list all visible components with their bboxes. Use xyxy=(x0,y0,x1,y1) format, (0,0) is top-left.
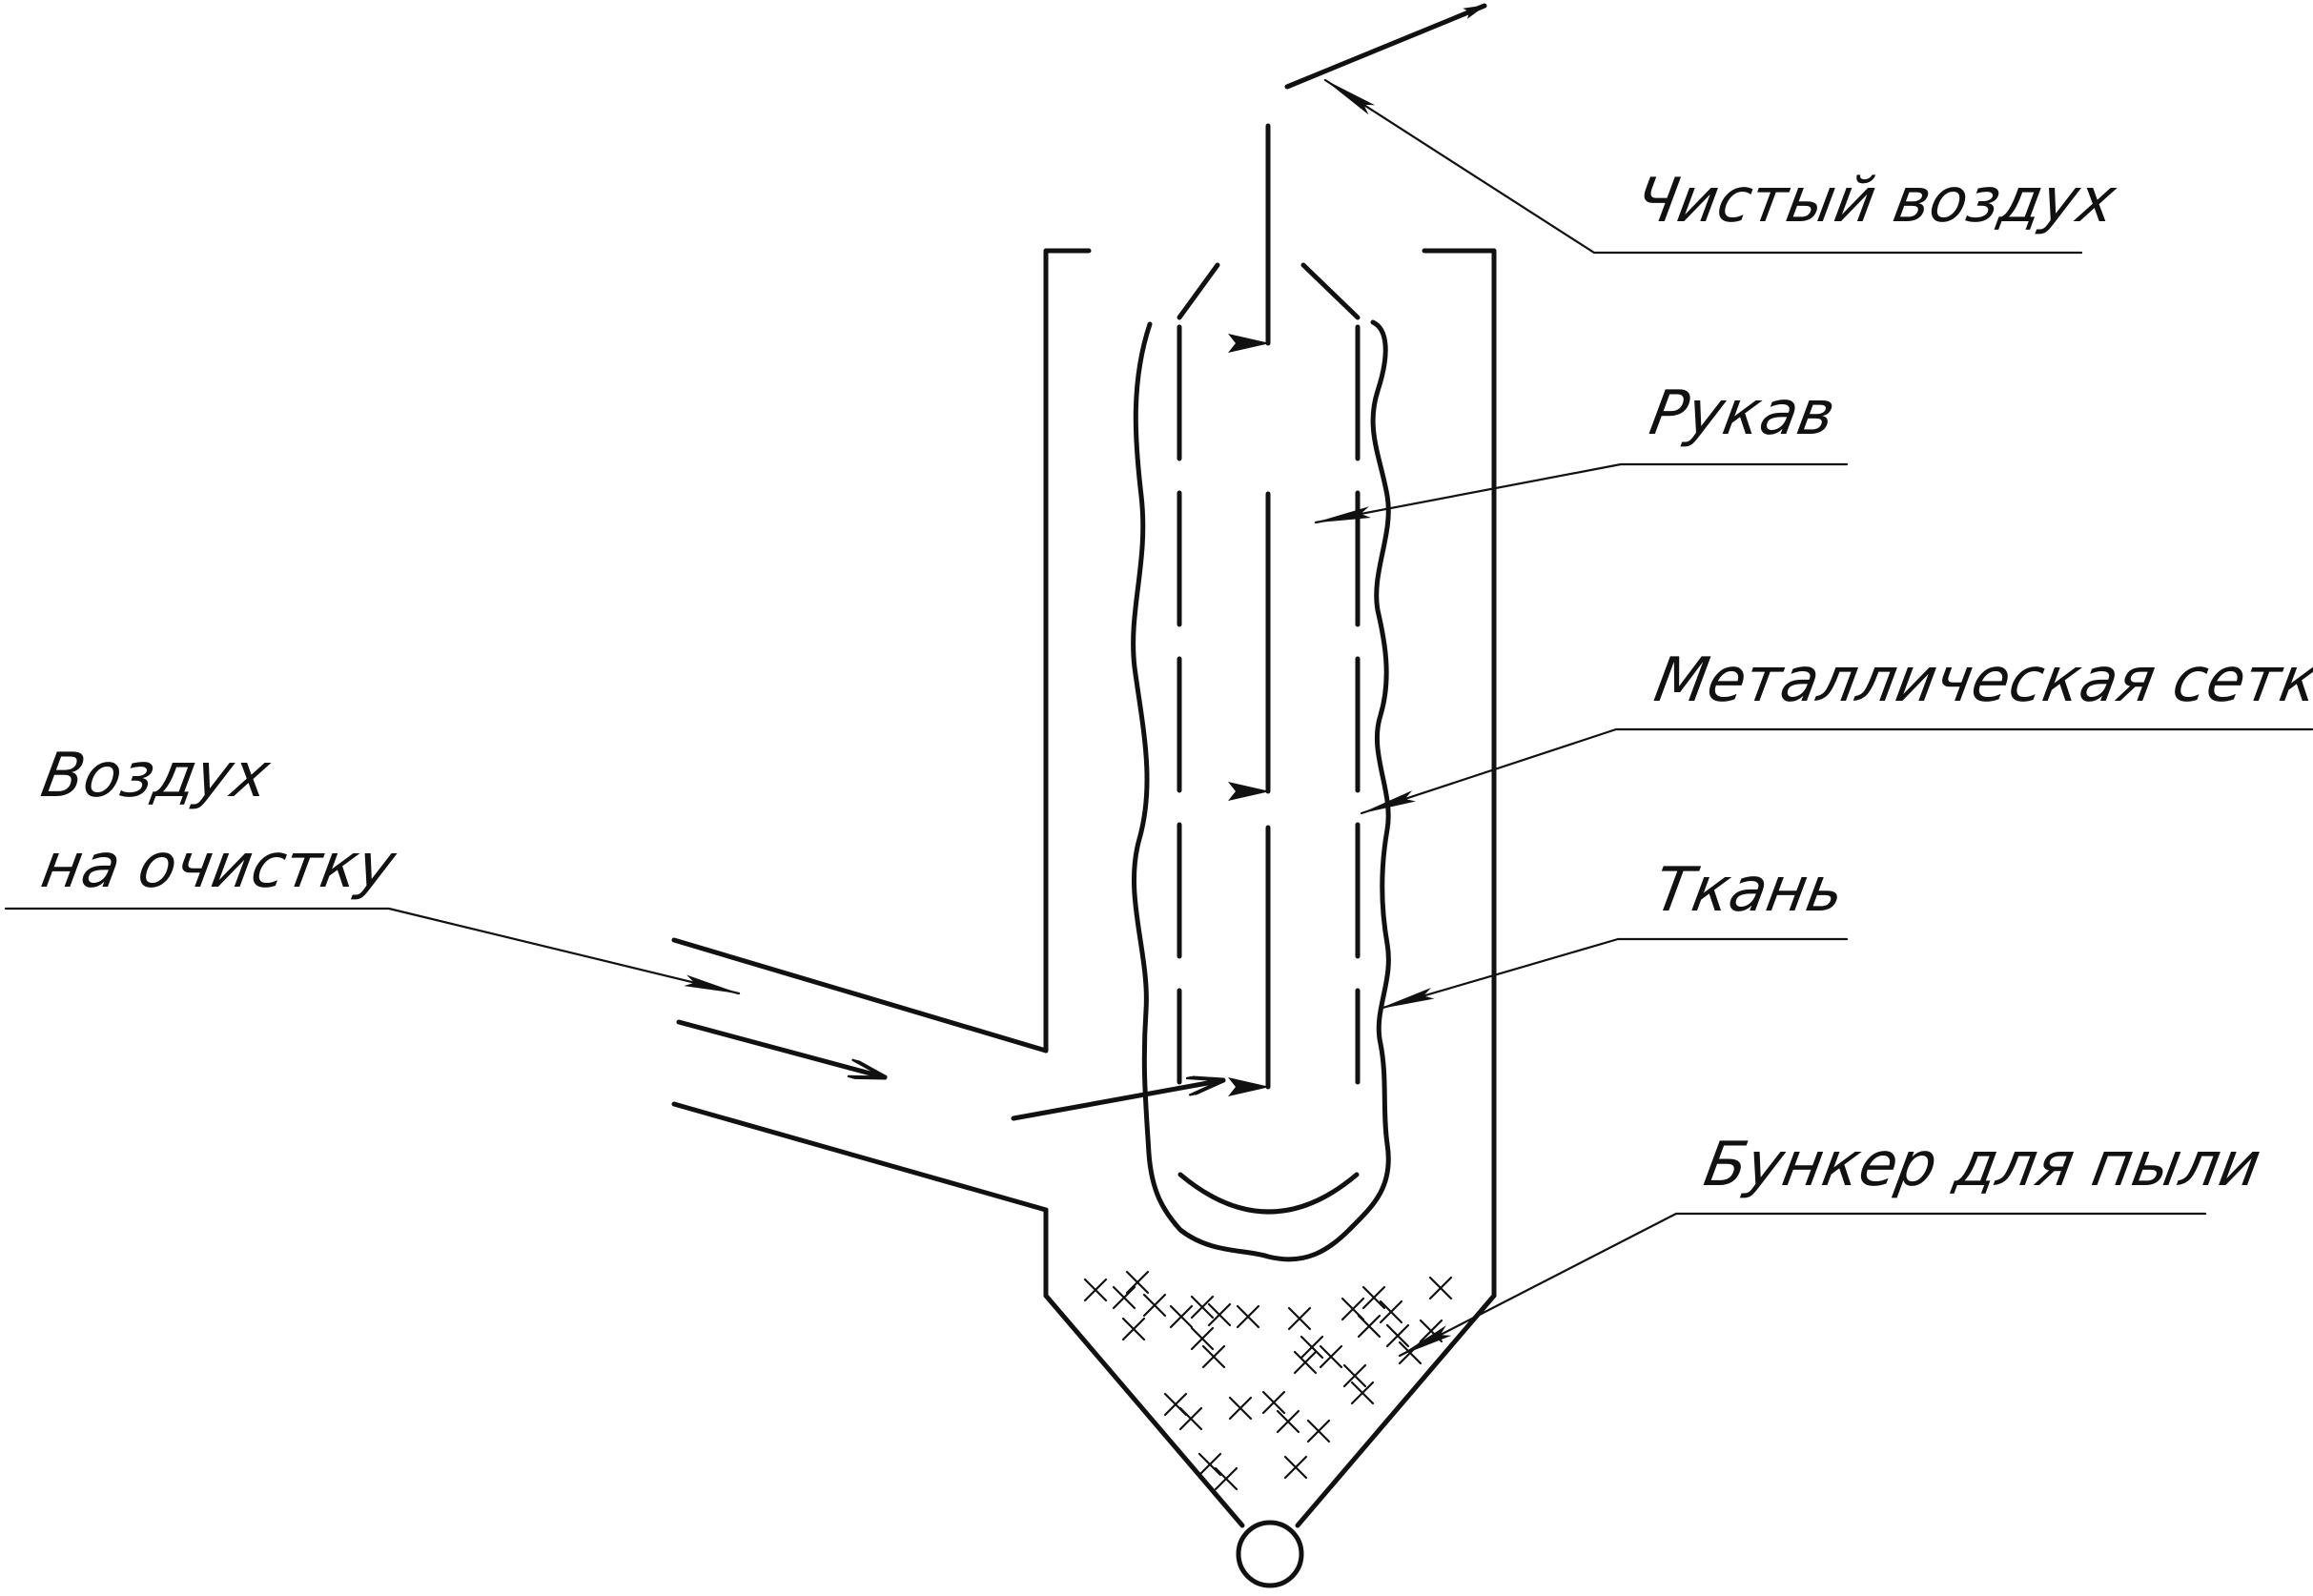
dust-mark xyxy=(1379,1299,1403,1324)
leader-fabric xyxy=(1378,937,1849,1011)
dust-mark xyxy=(1121,1317,1146,1341)
dust-mark xyxy=(1261,1390,1286,1415)
mesh-left-top-bevel xyxy=(1177,262,1220,320)
dust-mark xyxy=(1207,1302,1232,1327)
leader-lines xyxy=(4,78,2313,1358)
label-sleeve: Рукав xyxy=(1645,378,1840,448)
housing-left-wall xyxy=(1043,248,1092,1054)
dust-mark xyxy=(1361,1285,1386,1310)
dust-mark xyxy=(1357,1314,1382,1339)
fabric-sleeve xyxy=(1131,319,1391,1262)
dust-mark xyxy=(1293,1350,1318,1375)
dust-mark xyxy=(1214,1466,1238,1491)
dust-mark xyxy=(1125,1270,1150,1295)
label-metal-mesh: Металлическая сетка xyxy=(1649,645,2313,715)
dust-mark xyxy=(1112,1285,1136,1310)
leader-dust-hopper xyxy=(1398,1212,2207,1358)
dust-mark xyxy=(1083,1278,1108,1302)
dust-mark xyxy=(1236,1304,1260,1329)
leader-air-inlet xyxy=(4,907,741,995)
inlet-duct-upper-wall xyxy=(671,937,1049,1054)
inlet-entry-arrow xyxy=(1011,1080,1223,1121)
mesh-bottom-arc xyxy=(1177,1172,1360,1215)
dust-mark xyxy=(1306,1419,1331,1443)
inlet-duct-lower-wall xyxy=(671,1101,1049,1213)
housing-right-wall xyxy=(1422,248,1497,1299)
dust-mark xyxy=(1228,1396,1253,1421)
inlet-duct xyxy=(671,937,1223,1213)
leader-metal-mesh xyxy=(1360,727,2313,815)
leader-clean-air xyxy=(1323,78,2083,255)
label-clean-air: Чистый воздух xyxy=(1630,165,2121,235)
label-dust-hopper: Бункер для пыли xyxy=(1699,1129,2266,1199)
dust-mark xyxy=(1385,1323,1410,1348)
filter-housing xyxy=(1043,248,1497,1588)
dust-mark xyxy=(1197,1452,1222,1477)
dust-mark xyxy=(1283,1455,1308,1480)
dust-mark xyxy=(1419,1319,1443,1343)
dust-mark xyxy=(1342,1363,1367,1388)
dust-mark xyxy=(1287,1306,1312,1331)
dust-mark xyxy=(1169,1304,1194,1329)
inlet-flow-arrow xyxy=(676,1019,885,1077)
dust-mark xyxy=(1190,1326,1215,1351)
dust-mark xyxy=(1350,1381,1375,1405)
hopper-left-wall xyxy=(1043,1207,1245,1528)
dust-mark xyxy=(1300,1335,1324,1360)
dust-mark xyxy=(1178,1406,1203,1431)
clean-air-exit-arrow xyxy=(1284,3,1487,90)
mesh-right-top-bevel xyxy=(1300,262,1361,320)
label-fabric: Ткань xyxy=(1649,854,1850,925)
internal-flow-arrows xyxy=(1228,3,1487,1096)
hopper-right-wall xyxy=(1295,1293,1497,1528)
dust-outlet-valve xyxy=(1236,1520,1304,1588)
dust-mark xyxy=(1276,1409,1300,1434)
dust-mark xyxy=(1319,1344,1343,1369)
labels: Чистый воздух Рукав Металлическая сетка … xyxy=(36,165,2313,1199)
leader-sleeve xyxy=(1314,462,1849,524)
dust-mark xyxy=(1142,1293,1167,1318)
dust-particles xyxy=(1083,1270,1453,1491)
metal-mesh-cage xyxy=(1177,262,1361,1215)
dust-mark xyxy=(1201,1344,1226,1369)
label-air-inlet-line2: на очистку xyxy=(36,830,401,901)
label-air-inlet-line1: Воздух xyxy=(36,740,276,810)
dust-mark xyxy=(1190,1295,1215,1320)
dust-mark xyxy=(1428,1276,1453,1300)
